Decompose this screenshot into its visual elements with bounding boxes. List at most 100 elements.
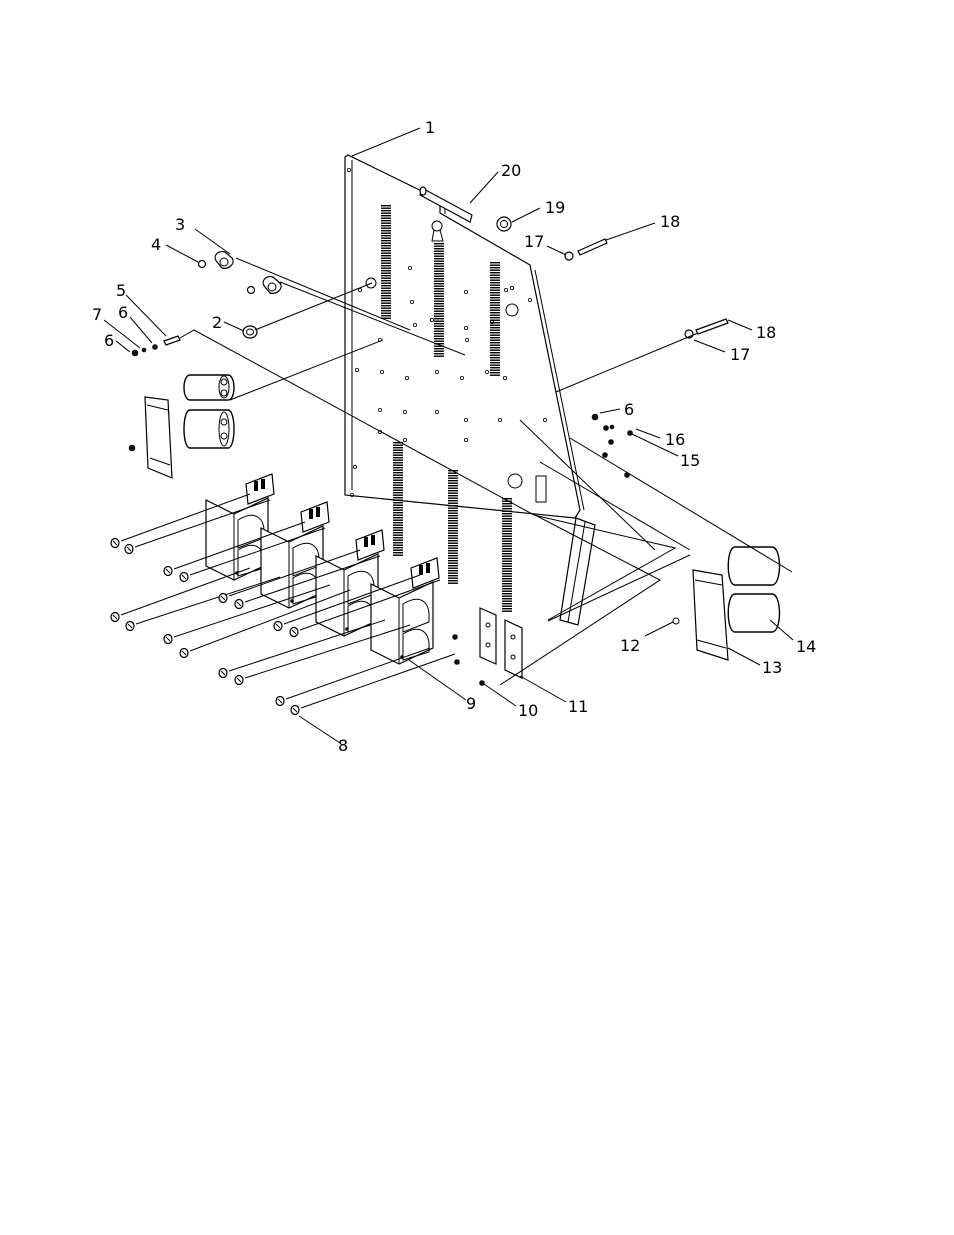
vent-slot [448,572,458,574]
capacitor-pair-left [183,374,235,449]
vent-slot [393,447,403,449]
vent-slot [490,317,500,319]
vent-slot [490,304,500,306]
vent-slot [502,583,512,585]
vent-slot [502,540,512,542]
mounting-hole [463,289,468,294]
vent-slot [490,337,500,339]
callout-17: 17 [730,345,750,364]
stud-hardware [131,335,181,357]
vent-slot [448,497,458,499]
vent-slot [434,343,444,345]
vent-slot [448,550,458,552]
mounting-hole [377,407,382,412]
vent-slot [448,562,458,564]
callout-18: 18 [756,323,776,342]
vent-slot [490,302,500,304]
mounting-hole [503,287,508,292]
vent-slot [393,449,403,451]
vent-slot [448,505,458,507]
callout-16: 16 [665,430,685,449]
screw [275,647,431,707]
mounting-hole [412,322,417,327]
vent-slot [502,500,512,502]
vent-slot [393,484,403,486]
vent-slot [381,302,391,304]
mounting-hole [489,319,494,324]
callout-15: 15 [680,451,700,470]
vent-slot [434,298,444,300]
vent-slot [502,593,512,595]
vent-slot [381,257,391,259]
vent-slot [490,267,500,269]
vent-slot [502,585,512,587]
vent-slot [393,477,403,479]
vent-slot [434,253,444,255]
vent-slot [448,527,458,529]
vent-slot [448,545,458,547]
mounting-hole [509,285,514,290]
vent-slot [434,290,444,292]
vent-slot [434,265,444,267]
vent-slot [448,487,458,489]
vent-slot [448,482,458,484]
vent-slot [381,227,391,229]
capacitor-strap-left [128,396,173,479]
vent-slot [393,509,403,511]
vent-slot [393,537,403,539]
vent-slot [490,307,500,309]
vent-slot [448,582,458,584]
vent-slot [502,543,512,545]
vent-slot [490,274,500,276]
vent-slot [502,548,512,550]
vent-slot [381,315,391,317]
vent-slot [393,474,403,476]
vent-slot [393,482,403,484]
vent-slot [490,299,500,301]
vent-slot [393,522,403,524]
screw [218,549,361,604]
vent-slot [434,250,444,252]
callout-6: 6 [624,400,634,419]
vent-slot [434,243,444,245]
vent-slot [448,575,458,577]
vent-slot [502,525,512,527]
vent-slot [393,539,403,541]
vent-slot [448,547,458,549]
vent-slot [434,255,444,257]
vent-slot [434,313,444,315]
vent-slot [490,297,500,299]
vent-slot [502,550,512,552]
vent-slot [502,578,512,580]
vent-slot [502,535,512,537]
mounting-hole [528,297,533,302]
screw [234,624,411,686]
vent-slot [381,292,391,294]
vent-slot [448,512,458,514]
vent-slot [490,364,500,366]
vent-slot [381,205,391,207]
vent-slot [448,522,458,524]
callout-5: 5 [116,281,126,300]
vent-slot [381,245,391,247]
screw [163,521,306,577]
vent-slot [434,300,444,302]
vent-slot [502,560,512,562]
callout-8: 8 [338,736,348,755]
vent-slot [381,300,391,302]
vent-slot [448,517,458,519]
vent-slot [502,520,512,522]
vent-slot [490,264,500,266]
vent-slot [448,577,458,579]
mounting-hole [502,375,507,380]
vent-slot [393,469,403,471]
callout-13: 13 [762,658,782,677]
mounting-hole [484,369,489,374]
vent-slot [448,540,458,542]
mounting-hole [434,369,439,374]
vent-slot [434,320,444,322]
vent-slot [448,477,458,479]
vent-slot [490,342,500,344]
terminal-plates [452,607,523,686]
mounting-hole [354,367,359,372]
